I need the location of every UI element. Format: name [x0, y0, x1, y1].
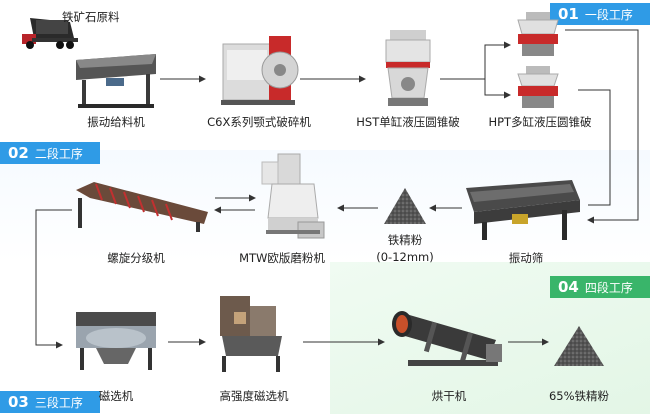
label-vibrating-feeder: 振动给料机 [87, 115, 145, 129]
high-intensity-separator-icon [212, 294, 298, 376]
label-spiral-classifier: 螺旋分级机 [107, 251, 165, 265]
label-mtw-mill: MTW欧版磨粉机 [239, 251, 325, 265]
final-product-pile-icon [552, 324, 606, 368]
stage-badge-3: 03 三段工序 [0, 391, 100, 413]
magnetic-separator-icon [66, 308, 166, 374]
arrow-hpt-lower-to-screen [578, 89, 611, 206]
stage-badge-1: 01 一段工序 [550, 3, 650, 25]
arrow-to-hpt-lower [484, 79, 511, 99]
iron-powder-pile-icon [382, 186, 428, 226]
arrow-to-hpt-upper [470, 41, 511, 80]
vibrating-feeder-icon [72, 52, 160, 112]
jaw-crusher-icon [215, 30, 301, 108]
hpt-cone-crusher-upper-icon [512, 10, 564, 60]
label-jaw-crusher: C6X系列颚式破碎机 [207, 115, 311, 129]
dump-truck-icon [20, 12, 82, 52]
mtw-mill-icon [258, 152, 330, 244]
spiral-classifier-icon [72, 178, 212, 234]
label-hst-cone: HST单缸液压圆锥破 [356, 115, 460, 129]
label-vibrating-screen: 振动筛 [508, 251, 544, 265]
label-hpt-cone: HPT多缸液压圆锥破 [488, 115, 592, 129]
rotary-dryer-icon [388, 304, 508, 374]
hst-cone-crusher-icon [380, 28, 436, 112]
label-iron-powder: 铁精粉 [387, 233, 423, 247]
hpt-cone-crusher-lower-icon [512, 64, 564, 110]
label-final-product: 65%铁精粉 [548, 389, 610, 403]
vibrating-screen-icon [462, 178, 586, 242]
arrow-classifier-to-magnetic [35, 209, 72, 349]
label-iron-powder-size: (0-12mm) [376, 250, 434, 264]
arrow-hpt-to-screen [565, 29, 639, 224]
label-dryer: 烘干机 [431, 389, 467, 403]
label-raw-material: 铁矿石原料 [62, 10, 120, 24]
stage-badge-2: 02 二段工序 [0, 142, 100, 164]
label-high-intensity-separator: 高强度磁选机 [219, 389, 289, 403]
label-magnetic-separator: 磁选机 [98, 389, 134, 403]
stage-badge-4: 04 四段工序 [550, 276, 650, 298]
